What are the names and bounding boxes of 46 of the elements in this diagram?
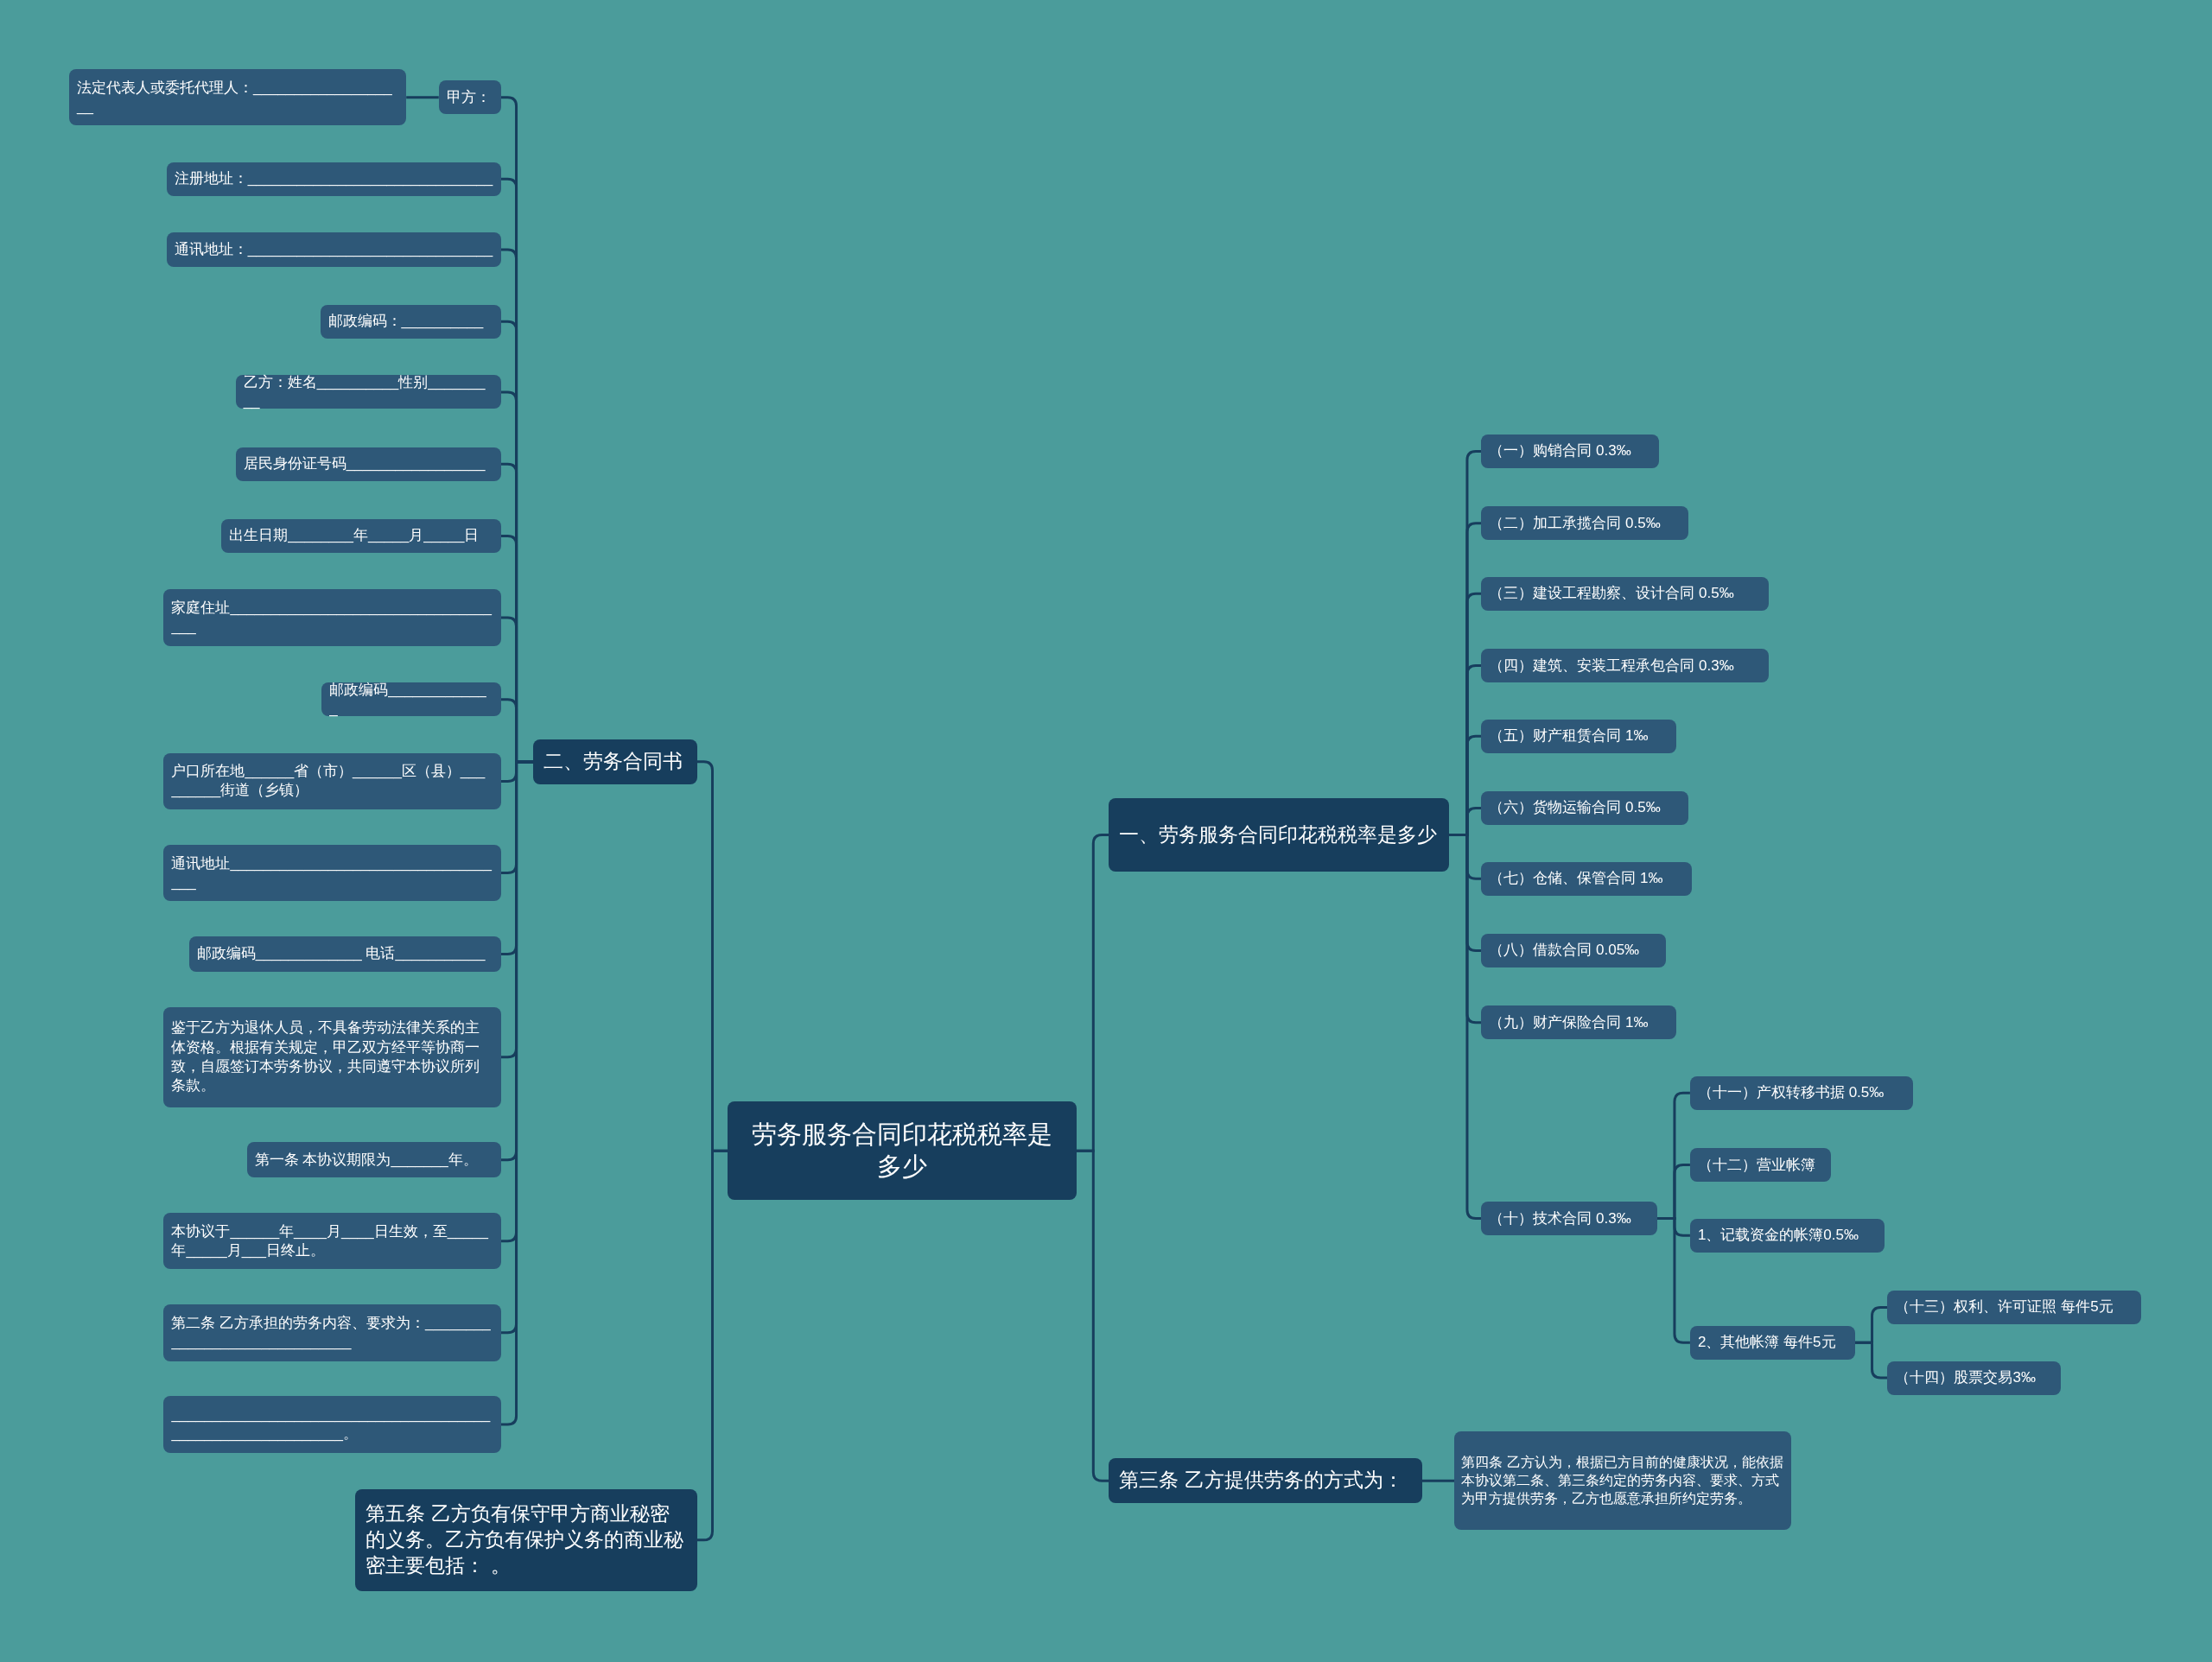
topic-box: （九）财产保险合同 1‰	[1481, 1005, 1676, 1040]
topic-box: （十三）权利、许可证照 每件5元	[1887, 1290, 2142, 1325]
topic-box: 第三条 乙方提供劳务的方式为：	[1109, 1458, 1422, 1504]
connector-line	[1657, 1217, 1690, 1344]
connector-line	[696, 1149, 728, 1542]
connector-line	[1421, 1479, 1455, 1482]
topic-box: （四）建筑、安装工程承包合同 0.3‰	[1481, 649, 1770, 683]
topic-box: 出生日期________年_____月_____日	[221, 518, 501, 553]
topic-box: （一）购销合同 0.3‰	[1481, 434, 1659, 468]
topic-box: （六）货物运输合同 0.5‰	[1481, 790, 1689, 826]
topic-box: （八）借款合同 0.05‰	[1481, 933, 1667, 967]
topic-box: 法定代表人或委托代理人：___________________	[69, 69, 407, 126]
topic-box: 第二条 乙方承担的劳务内容、要求为：______________________________	[163, 1304, 501, 1361]
topic-box: （五）财产租赁合同 1‰	[1481, 719, 1676, 753]
topic-box: 家庭住址___________________________________	[163, 589, 501, 646]
topic-box: 第四条 乙方认为，根据已方目前的健康状况，能依据本协议第二条、第三条约定的劳务内容、要求、方式为甲方提供劳务，乙方也愿意承担所约定劳务。	[1454, 1431, 1792, 1531]
topic-box: 鉴于乙方为退休人员，不具备劳动法律关系的主体资格。根据有关规定，甲乙双方经平等协商一致，自愿签订本劳务协议，共同遵守本协议所列条款。	[163, 1006, 501, 1107]
topic-box: （七）仓储、保管合同 1‰	[1481, 861, 1692, 896]
topic-box: 通讯地址___________________________________	[163, 844, 501, 902]
topic-box: 邮政编码：__________	[320, 304, 501, 339]
topic-box: 一、劳务服务合同印花税税率是多少	[1109, 798, 1449, 872]
topic-box: 1、记载资金的帐簿0.5‰	[1689, 1218, 1885, 1253]
topic-box: 第一条 本协议期限为_______年。	[246, 1142, 501, 1178]
topic-box: 户口所在地______省（市）______区（县）_________街道（乡镇）	[163, 752, 501, 810]
topic-box: 乙方：姓名__________性别_________	[235, 375, 501, 409]
topic-box: 居民身份证号码_________________	[235, 447, 501, 481]
connector-line	[1076, 1149, 1109, 1482]
topic-box: 注册地址：______________________________	[166, 162, 501, 196]
topic-box: 2、其他帐簿 每件5元	[1689, 1325, 1855, 1360]
topic-box: 邮政编码_____________	[321, 682, 501, 717]
central-topic-box: 劳务服务合同印花税税率是多少	[728, 1101, 1077, 1201]
topic-box: ____________________________________________________________。	[163, 1396, 501, 1453]
topic-box: 第五条 乙方负有保守甲方商业秘密的义务。乙方负有保护义务的商业秘密主要包括： 。	[355, 1489, 697, 1591]
topic-box: （十）技术合同 0.3‰	[1481, 1202, 1658, 1236]
topic-box: 甲方：	[438, 80, 501, 115]
topic-box: （十一）产权转移书据 0.5‰	[1689, 1075, 1913, 1110]
topic-box: 二、劳务合同书	[533, 739, 697, 784]
connector-line	[1854, 1341, 1888, 1380]
topic-box: （三）建设工程勘察、设计合同 0.5‰	[1481, 576, 1770, 611]
topic-box: 通讯地址：______________________________	[166, 232, 501, 267]
topic-box: 本协议于______年____月____日生效，至_____年_____月___日终止。	[163, 1213, 501, 1270]
connector-line	[406, 96, 439, 99]
topic-box: （十四）股票交易3‰	[1887, 1361, 2062, 1395]
topic-box: （十二）营业帐簿	[1689, 1147, 1832, 1183]
topic-box: 邮政编码_____________ 电话___________	[188, 936, 501, 972]
topic-box: （二）加工承揽合同 0.5‰	[1481, 506, 1689, 541]
